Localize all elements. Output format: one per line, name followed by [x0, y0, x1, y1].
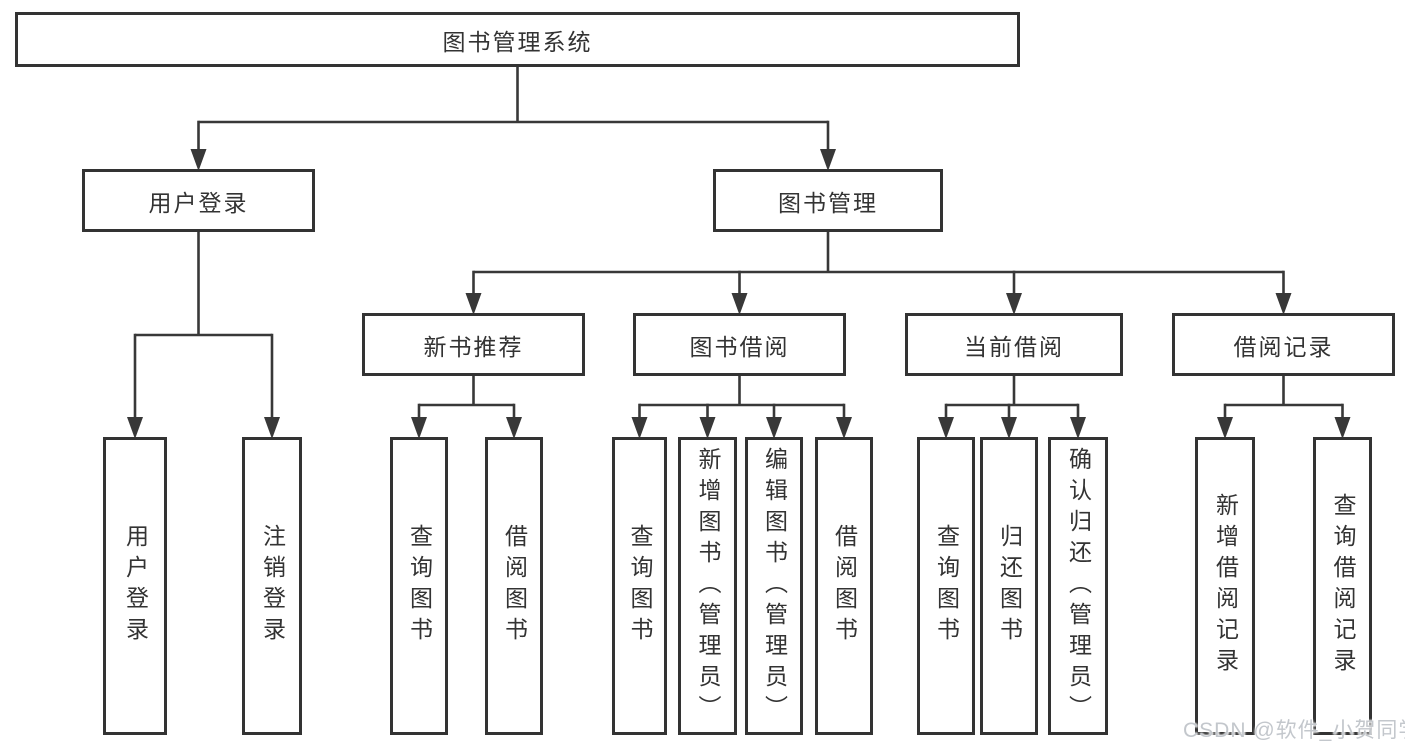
- node-book-borrow: 图书借阅: [633, 313, 846, 376]
- arrowhead-icon: [1275, 293, 1292, 315]
- arrowhead-icon: [699, 417, 716, 439]
- node-root: 图书管理系统: [15, 12, 1020, 67]
- arrowhead-icon: [1334, 417, 1351, 439]
- node-edit-books: 编辑图书（管理员）: [745, 437, 803, 735]
- node-user-login: 用户登录: [82, 169, 315, 232]
- node-borrow-books-2: 借阅图书: [815, 437, 873, 735]
- node-add-borrow-record: 新增借阅记录: [1195, 437, 1255, 735]
- arrowhead-icon: [127, 417, 143, 439]
- node-query-borrow-record: 查询借阅记录: [1313, 437, 1372, 735]
- arrowhead-icon: [1070, 417, 1086, 439]
- node-query-books-2: 查询图书: [612, 437, 667, 735]
- arrowhead-icon: [938, 417, 954, 439]
- node-add-books: 新增图书（管理员）: [678, 437, 737, 735]
- arrowhead-icon: [1001, 417, 1017, 439]
- node-logout: 注销登录: [242, 437, 302, 735]
- watermark: CSDN @软件_小贺同学: [1183, 719, 1405, 742]
- node-book-mgmt: 图书管理: [713, 169, 943, 232]
- arrowhead-icon: [766, 417, 782, 439]
- node-confirm-return: 确认归还（管理员）: [1048, 437, 1108, 735]
- arrowhead-icon: [190, 149, 207, 171]
- node-current-borrow: 当前借阅: [905, 313, 1123, 376]
- node-query-books-1: 查询图书: [390, 437, 448, 735]
- node-user-login-v: 用户登录: [103, 437, 167, 735]
- arrowhead-icon: [411, 417, 427, 439]
- arrowhead-icon: [820, 149, 836, 171]
- arrowhead-icon: [465, 293, 482, 315]
- node-new-book-rec: 新书推荐: [362, 313, 585, 376]
- arrowhead-icon: [1006, 293, 1022, 315]
- arrowhead-icon: [631, 417, 648, 439]
- node-return-books: 归还图书: [980, 437, 1038, 735]
- arrowhead-icon: [506, 417, 522, 439]
- arrowhead-icon: [1217, 417, 1233, 439]
- arrowhead-icon: [836, 417, 852, 439]
- node-borrow-books-1: 借阅图书: [485, 437, 543, 735]
- node-borrow-records: 借阅记录: [1172, 313, 1395, 376]
- arrowhead-icon: [731, 293, 748, 315]
- node-query-books-3: 查询图书: [917, 437, 975, 735]
- arrowhead-icon: [264, 417, 280, 439]
